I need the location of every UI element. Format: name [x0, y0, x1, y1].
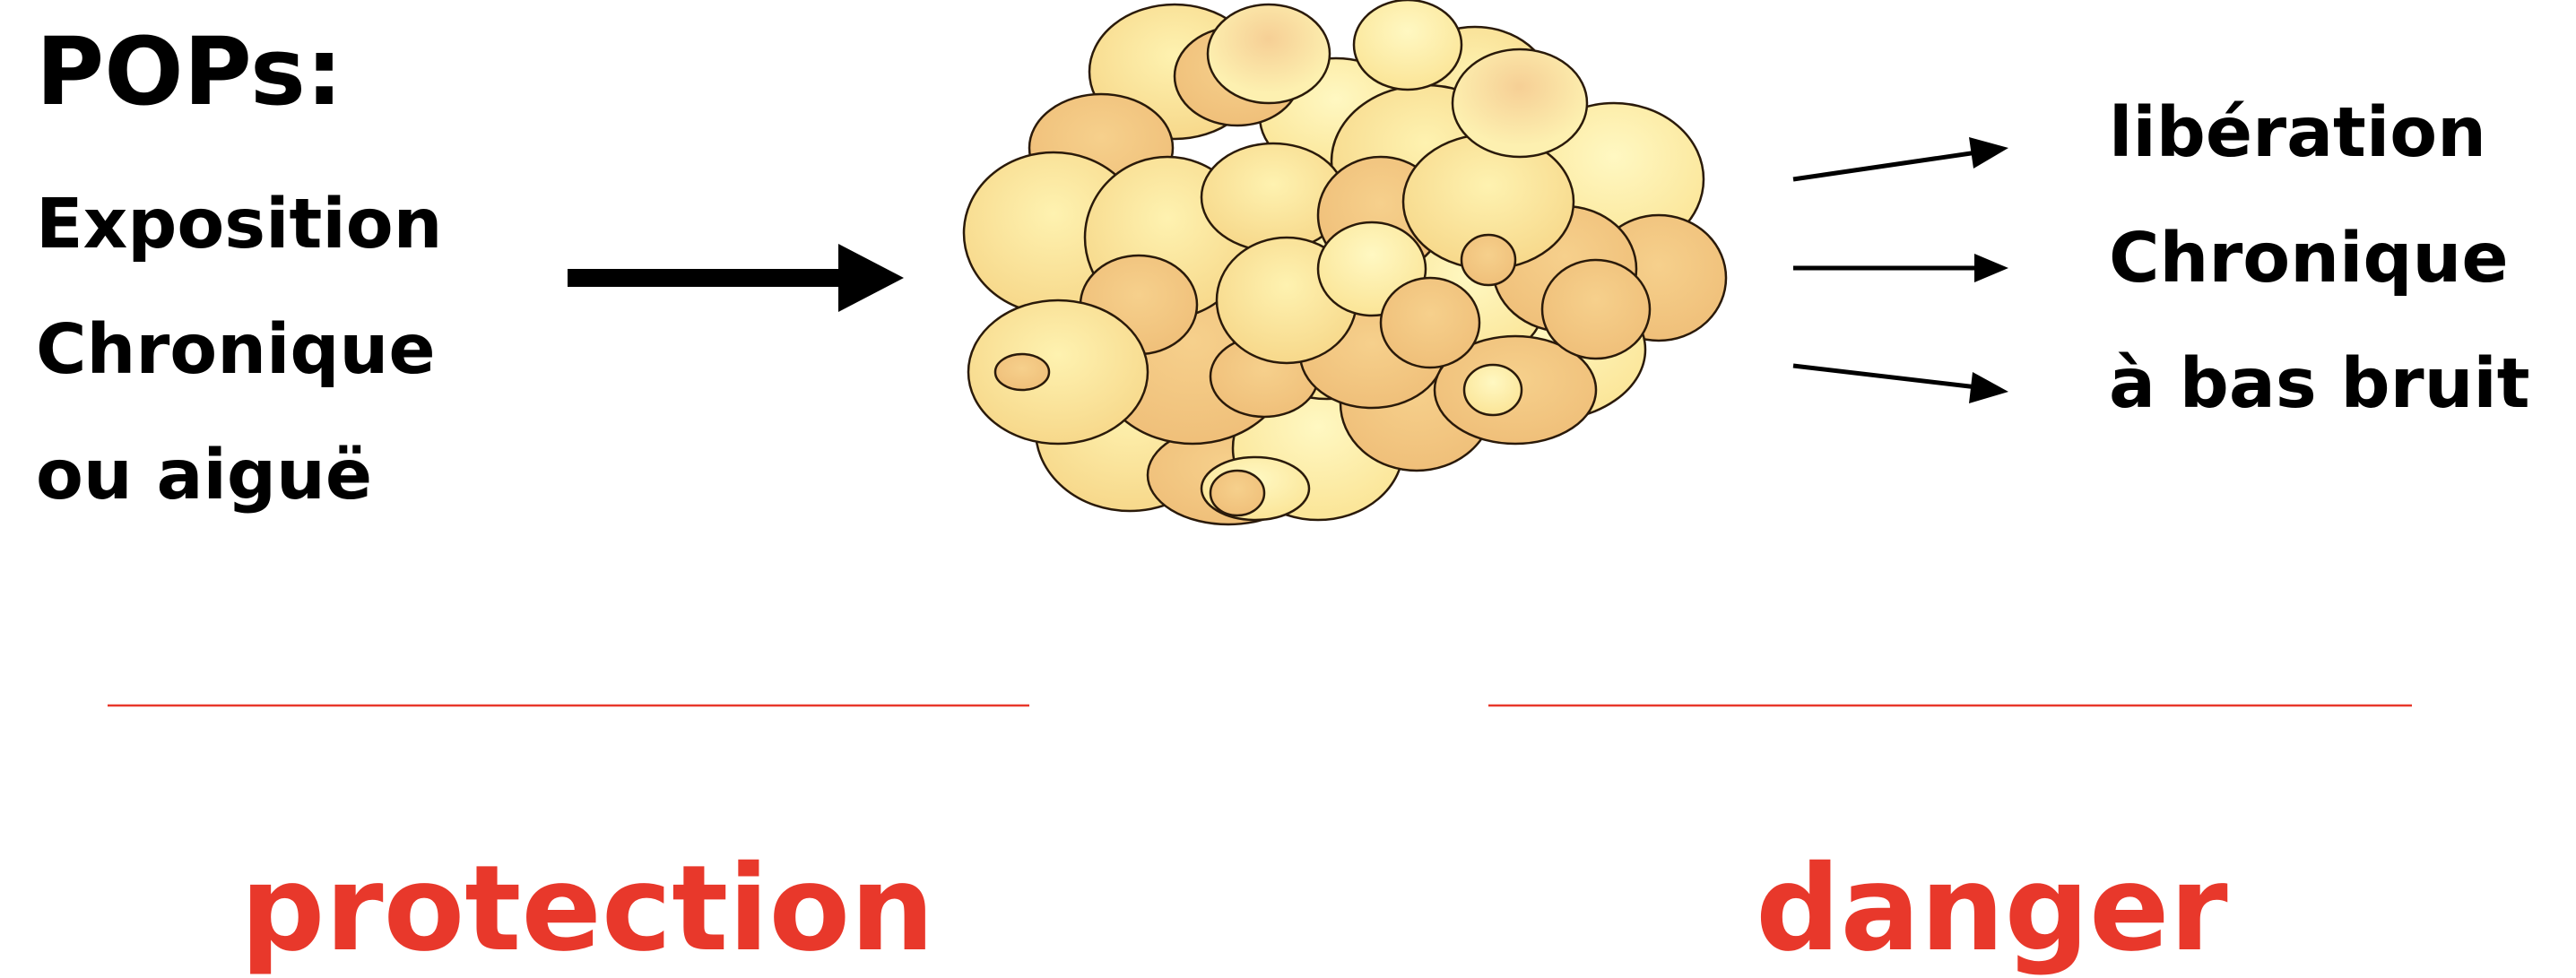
- release-arrow-top-icon: [1792, 137, 2008, 182]
- input-arrow-icon: [568, 244, 904, 312]
- release-line-2: Chronique: [2109, 219, 2509, 299]
- exposure-line-3: ou aiguë: [36, 436, 373, 515]
- fat-cell-cluster-icon: [962, 0, 1728, 526]
- exposure-line-1: Exposition: [36, 185, 443, 264]
- exposure-line-2: Chronique: [36, 310, 436, 390]
- release-arrow-bottom-icon: [1792, 363, 2008, 403]
- release-arrow-middle-icon: [1793, 254, 2008, 282]
- danger-label: danger: [1756, 840, 2228, 978]
- protection-label: protection: [240, 840, 935, 978]
- pops-title: POPs:: [36, 17, 343, 126]
- release-line-3: à bas bruit: [2109, 344, 2530, 424]
- release-line-1: libération: [2109, 93, 2486, 173]
